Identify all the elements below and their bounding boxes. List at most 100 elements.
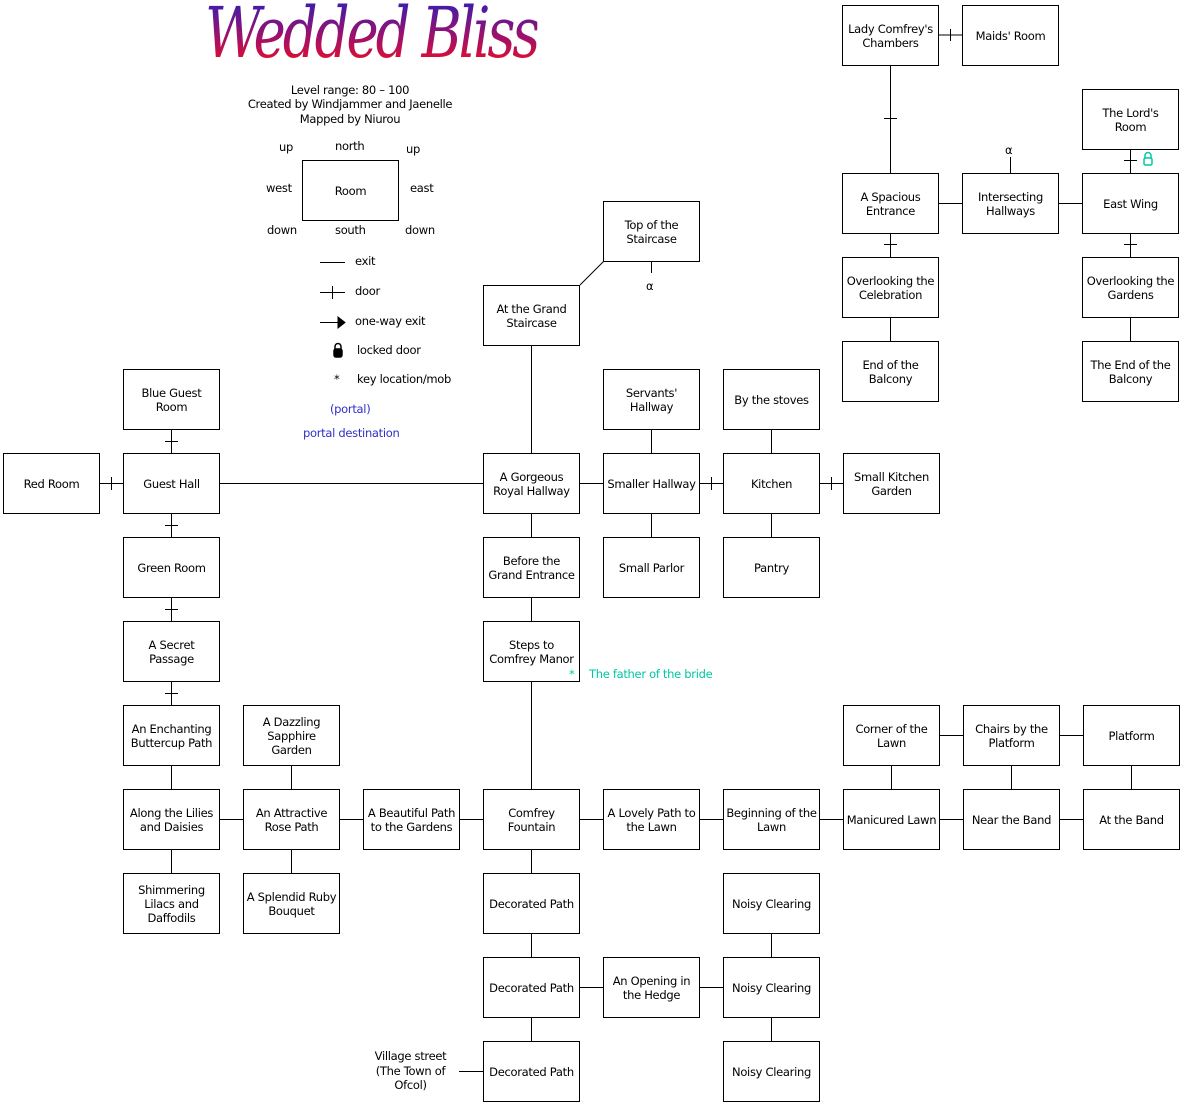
level-range: Level range: 80 – 100	[290, 83, 410, 97]
room: Intersecting Hallways	[962, 173, 1059, 234]
room-label: Noisy Clearing	[732, 896, 811, 911]
room: A Dazzling Sapphire Garden	[243, 705, 340, 766]
room: Noisy Clearing	[723, 1041, 820, 1102]
room: Near the Band	[963, 789, 1060, 850]
room: Small Kitchen Garden	[843, 453, 940, 514]
room-label: Corner of the Lawn	[855, 721, 928, 750]
legend-locked: locked door	[357, 343, 421, 357]
compass-west: west	[266, 181, 292, 195]
room-label: Before the Grand Entrance	[488, 553, 575, 582]
room-label: A Dazzling Sapphire Garden	[262, 714, 321, 757]
room-label: Decorated Path	[489, 896, 574, 911]
room: Manicured Lawn	[843, 789, 940, 850]
room: By the stoves	[723, 369, 820, 430]
room: Guest Hall	[123, 453, 220, 514]
room-label: Overlooking the Gardens	[1086, 273, 1175, 302]
room-label: Manicured Lawn	[846, 812, 937, 827]
room-label: An Enchanting Buttercup Path	[130, 721, 213, 750]
legend-key: key location/mob	[357, 372, 452, 386]
room: Beginning of the Lawn	[723, 789, 820, 850]
room-label: Small Kitchen Garden	[854, 469, 929, 498]
room-label: Decorated Path	[489, 980, 574, 995]
room: A Secret Passage	[123, 621, 220, 682]
village-street-exit: Village street (The Town of Ofcol)	[374, 1049, 447, 1092]
room-label: Decorated Path	[489, 1064, 574, 1079]
room-label: Red Room	[23, 476, 80, 491]
room-label: At the Band	[1099, 812, 1164, 827]
room: Chairs by the Platform	[963, 705, 1060, 766]
mapped-by: Mapped by Niurou	[299, 112, 401, 126]
room: End of the Balcony	[842, 341, 939, 402]
room: An Opening in the Hedge	[603, 957, 700, 1018]
room-label: The Lord's Room	[1102, 105, 1159, 134]
room-label: A Beautiful Path to the Gardens	[367, 805, 456, 834]
room: Kitchen	[723, 453, 820, 514]
room: Blue Guest Room	[123, 369, 220, 430]
room: Red Room	[3, 453, 100, 514]
room: Steps to Comfrey Manor	[483, 621, 580, 682]
room: An Attractive Rose Path	[243, 789, 340, 850]
room: A Splendid Ruby Bouquet	[243, 873, 340, 934]
room: Pantry	[723, 537, 820, 598]
room-label: Lady Comfrey's Chambers	[848, 21, 933, 50]
room-label: A Spacious Entrance	[860, 189, 921, 218]
exit-lines	[99, 29, 1137, 1072]
room-label: Blue Guest Room	[141, 385, 202, 414]
room-label: Noisy Clearing	[732, 1064, 811, 1079]
room: Along the Lilies and Daisies	[123, 789, 220, 850]
room-label: A Splendid Ruby Bouquet	[246, 889, 337, 918]
father-of-the-bride-label: The father of the bride	[589, 667, 713, 681]
room-label: Along the Lilies and Daisies	[129, 805, 214, 834]
room-label: Chairs by the Platform	[975, 721, 1048, 750]
alpha-marker: α	[1005, 143, 1013, 157]
room: Before the Grand Entrance	[483, 537, 580, 598]
room-label: A Lovely Path to the Lawn	[607, 805, 696, 834]
room: Noisy Clearing	[723, 957, 820, 1018]
room: Smaller Hallway	[603, 453, 700, 514]
room-label: Kitchen	[750, 476, 793, 491]
room: An Enchanting Buttercup Path	[123, 705, 220, 766]
room-label: End of the Balcony	[862, 357, 919, 386]
compass-south: south	[335, 223, 366, 237]
room-label: At the Grand Staircase	[496, 301, 567, 330]
legend-room-label: Room	[334, 183, 367, 198]
compass-up-left: up	[279, 140, 293, 154]
compass-up-right: up	[406, 142, 420, 156]
locked-door-icon	[1143, 151, 1153, 166]
room-label: Servants' Hallway	[625, 385, 678, 414]
legend-one-way: one-way exit	[355, 314, 426, 328]
room: At the Band	[1083, 789, 1180, 850]
room: Corner of the Lawn	[843, 705, 940, 766]
room-label: Small Parlor	[618, 560, 685, 575]
room: A Spacious Entrance	[842, 173, 939, 234]
room-label: Pantry	[754, 560, 789, 575]
room: Green Room	[123, 537, 220, 598]
room-label: East Wing	[1103, 196, 1158, 211]
legend-portal-destination: portal destination	[303, 426, 400, 440]
compass-down-left: down	[267, 223, 297, 237]
room-label: Maids' Room	[975, 28, 1046, 43]
room: Noisy Clearing	[723, 873, 820, 934]
legend-portal: (portal)	[330, 402, 371, 416]
room: Small Parlor	[603, 537, 700, 598]
room-label: Top of the Staircase	[624, 217, 679, 246]
room-label: Comfrey Fountain	[507, 805, 556, 834]
room: Decorated Path	[483, 957, 580, 1018]
compass-down-right: down	[405, 223, 435, 237]
legend-door: door	[355, 284, 380, 298]
room: Shimmering Lilacs and Daffodils	[123, 873, 220, 934]
legend-lock-icon	[333, 342, 343, 358]
legend-room-box: Room	[302, 160, 399, 221]
room: The End of the Balcony	[1082, 341, 1179, 402]
room: Servants' Hallway	[603, 369, 700, 430]
key-mob-marker: *	[569, 667, 575, 681]
room: Comfrey Fountain	[483, 789, 580, 850]
room-label: Beginning of the Lawn	[726, 805, 817, 834]
room: A Beautiful Path to the Gardens	[363, 789, 460, 850]
legend-symbols	[320, 262, 346, 330]
room-label: Shimmering Lilacs and Daffodils	[138, 882, 205, 925]
room-label: A Secret Passage	[148, 637, 195, 666]
room: Lady Comfrey's Chambers	[842, 5, 939, 66]
